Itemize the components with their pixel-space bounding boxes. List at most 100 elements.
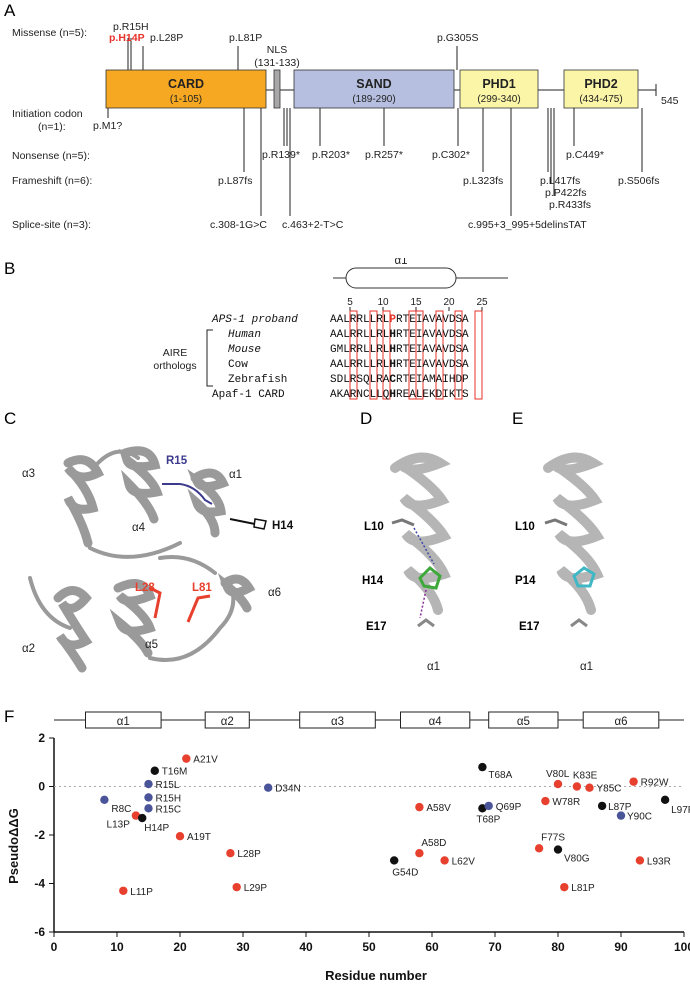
species-mouse: Mouse <box>228 344 261 356</box>
data-label-d34n: D34N <box>275 784 301 795</box>
data-point-y90c <box>616 811 626 820</box>
y-tick-label: -2 <box>34 828 45 842</box>
mutation-splice-2: c.463+2-T>C <box>282 219 344 231</box>
chart-axes: 20-2-4-60102030405060708090100 <box>34 731 690 954</box>
x-tick-label: 20 <box>173 940 187 954</box>
domain-card <box>105 69 267 109</box>
domain-nls <box>273 69 281 109</box>
card-label-h14: H14 <box>272 520 294 532</box>
x-tick-label: 0 <box>51 940 58 954</box>
helix-box-label: α3 <box>331 716 344 728</box>
data-point-r92w <box>629 777 638 786</box>
species-apaf1: Apaf-1 CARD <box>212 389 285 401</box>
orthologs-label-2: orthologs <box>153 360 196 372</box>
domain-sand <box>293 69 455 109</box>
domain-phd1-range: (299-340) <box>477 94 520 105</box>
data-label-t68a: T68A <box>488 770 512 781</box>
sequence-zebrafish: SDLRSQLRACRTEIAMAIHDP <box>330 374 469 386</box>
card-structure-cartoon <box>28 446 256 673</box>
mutation-splice-1: c.308-1G>C <box>210 219 267 231</box>
alignment-row: APS-1 proband AALRRLLRLPRTEIAVAVDSA <box>211 314 469 326</box>
e-label-p14: P14 <box>515 575 536 587</box>
alignment-row: Apaf-1 CARD AKARNCLLQHREALEKDIKTS <box>212 389 469 401</box>
mutation-m1: p.M1? <box>93 120 122 132</box>
data-point-a19t <box>175 832 185 841</box>
l81-sidechain <box>186 594 211 623</box>
panel-a-letter: A <box>4 1 16 20</box>
data-label-f77s: F77S <box>541 832 565 843</box>
e-label-a1: α1 <box>580 661 593 673</box>
data-label-l29p: L29P <box>244 883 268 894</box>
domain-phd2 <box>563 69 639 109</box>
row-label-initiation: Initiation codon <box>12 108 83 120</box>
d-label-h14: H14 <box>362 575 384 587</box>
row-label-frameshift: Frameshift (n=6): <box>12 175 92 187</box>
sequence-human: AALRRLLRLHRTEIAVAVDSA <box>330 329 469 341</box>
domain-phd2-name: PHD2 <box>584 77 617 91</box>
l10-residue-d <box>391 518 415 527</box>
domain-phd2-range: (434-475) <box>579 94 622 105</box>
data-label-k83e: K83E <box>573 771 598 782</box>
data-point-g54d <box>390 856 399 865</box>
panel-b: B α1 5 10 15 20 25 AIRE orthologs APS-1 … <box>4 258 508 401</box>
ruler-5: 5 <box>347 297 353 308</box>
x-tick-label: 40 <box>299 940 313 954</box>
domain-nls-name: NLS <box>267 44 287 56</box>
h14-sidechain <box>229 518 256 525</box>
domain-sand-name: SAND <box>356 77 391 91</box>
below-lines <box>107 108 643 216</box>
data-point-f77s <box>534 844 544 853</box>
alignment-row: Mouse GMLRRLLRLHRTEIAVAVDSA <box>228 344 469 356</box>
data-point-l29p <box>232 882 241 892</box>
domain-sand-range: (189-290) <box>352 94 395 105</box>
h14-residue-d <box>418 565 442 590</box>
data-label-l87p: L87P <box>608 802 632 813</box>
helix-box-label: α4 <box>429 716 443 728</box>
helix-box <box>85 711 162 729</box>
d-label-a1: α1 <box>427 661 440 673</box>
y-axis-title: PseudoΔΔG <box>6 808 21 884</box>
data-label-y90c: Y90C <box>627 812 652 823</box>
data-label-h14p: H14P <box>144 823 169 834</box>
mutation-l28p: p.L28P <box>150 32 183 44</box>
helix-box <box>204 711 250 729</box>
e-label-l10: L10 <box>515 521 535 533</box>
mutation-r433fs: p.R433fs <box>549 199 591 211</box>
helix-box-label: α1 <box>117 716 130 728</box>
mutation-g305s: p.G305S <box>437 32 478 44</box>
missense-lines <box>127 38 458 70</box>
mutation-l81p: p.L81P <box>229 32 262 44</box>
mutation-c449: p.C449* <box>566 149 604 161</box>
sequence-ruler: 5 10 15 20 25 <box>347 297 488 311</box>
data-label-a58d: A58D <box>421 838 446 849</box>
domain-nls-range: (131-133) <box>254 57 300 69</box>
h14-ring-icon <box>253 518 267 530</box>
data-label-w78r: W78R <box>552 797 580 808</box>
helix-e-cartoon <box>543 452 605 615</box>
helix-box-label: α2 <box>221 716 234 728</box>
data-point-t68a <box>478 762 487 772</box>
y-tick-label: -6 <box>34 925 45 939</box>
card-label-a2: α2 <box>22 643 35 655</box>
d-label-e17: E17 <box>366 621 386 633</box>
orthologs-label-1: AIRE <box>163 347 188 359</box>
species-zebrafish: Zebrafish <box>228 374 287 386</box>
mutation-p422fs: p.P422fs <box>545 187 586 199</box>
card-label-a1: α1 <box>229 469 242 481</box>
helix-box-label: α6 <box>614 716 627 728</box>
ruler-25: 25 <box>476 297 488 308</box>
sequence-apaf1: AKARNCLLQHREALEKDIKTS <box>330 389 469 401</box>
data-point-l13p <box>131 811 141 820</box>
row-label-missense: Missense (n=5): <box>12 27 87 39</box>
data-point-t16m <box>150 766 159 775</box>
data-point-l97p <box>660 795 670 805</box>
sequence-mouse: GMLRRLLRLHRTEIAVAVDSA <box>330 344 469 356</box>
data-label-l93r: L93R <box>647 856 671 867</box>
data-label-r15h: R15H <box>156 793 182 804</box>
species-proband: APS-1 proband <box>211 314 298 326</box>
data-label-v80g: V80G <box>564 854 590 865</box>
data-label-t16m: T16M <box>162 767 188 778</box>
helix-a1-shape <box>345 267 457 289</box>
row-label-initiation-n: (n=1): <box>38 121 66 133</box>
